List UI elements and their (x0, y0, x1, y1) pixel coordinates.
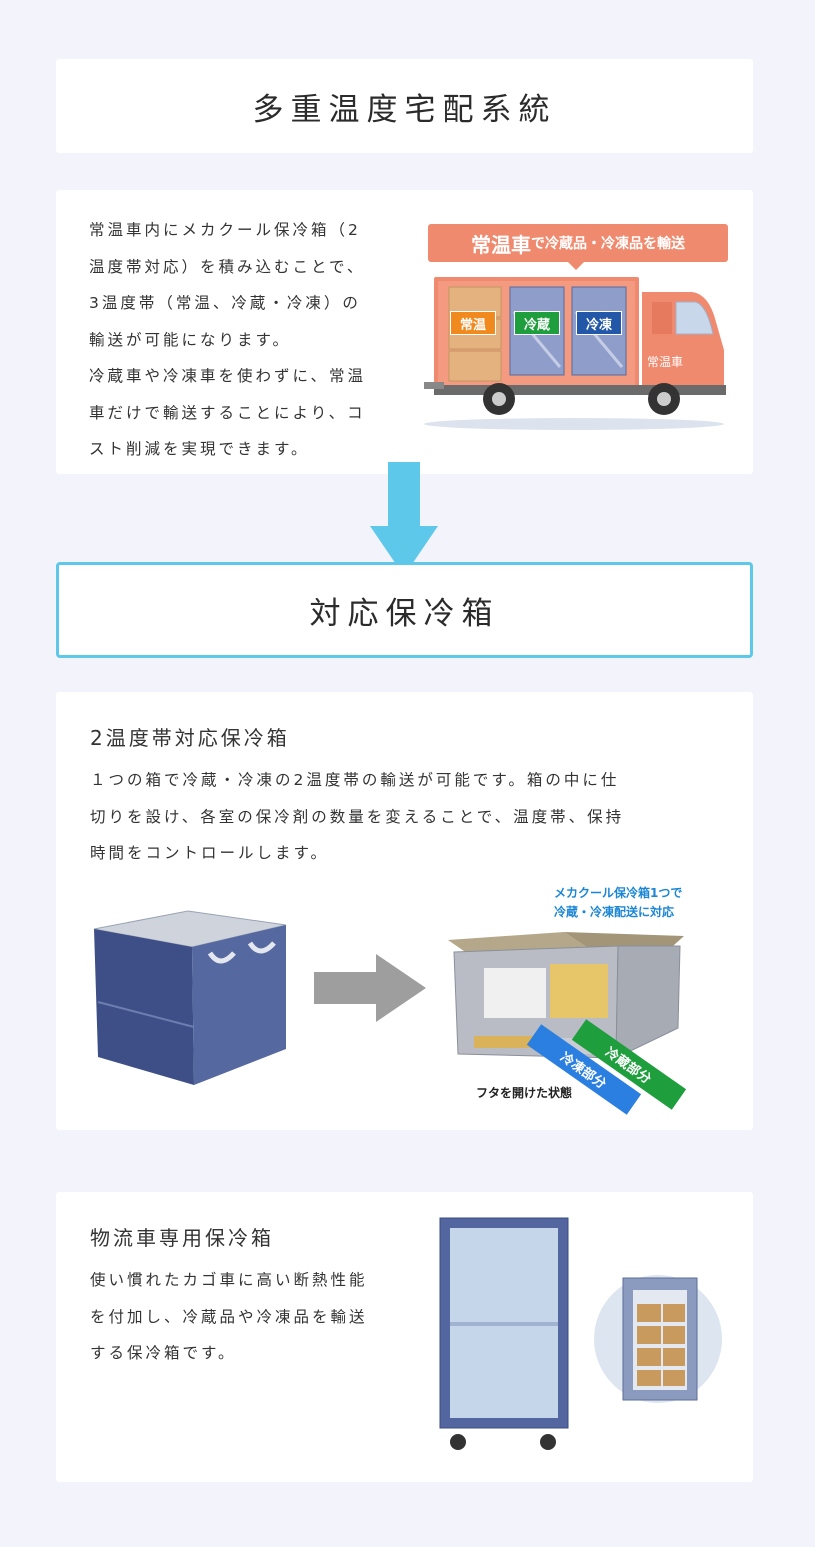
cage-cart-cover-image (439, 1217, 569, 1450)
intro-line: 3温度帯（常温、冷蔵・冷凍）の (89, 294, 361, 312)
closed-cooler-box-image (93, 910, 287, 1085)
intro-line: 常温車内にメカクール保冷箱（2 (89, 221, 361, 239)
logistics-box-description: 使い慣れたカゴ車に高い断熱性能 を付加し、冷蔵品や冷凍品を輸送 する保冷箱です。 (90, 1262, 420, 1372)
description-line: 時間をコントロールします。 (90, 844, 329, 862)
banner-small-text: で冷蔵品・冷凍品を輸送 (531, 236, 685, 252)
section-title: 対応保冷箱 (309, 595, 500, 632)
callout-line-1: メカクール保冷箱1つで (554, 886, 683, 900)
description-line: 使い慣れたカゴ車に高い断熱性能 (90, 1271, 368, 1289)
page-title: 多重温度宅配系統 (252, 91, 557, 128)
description-line: 切りを設け、各室の保冷剤の数量を変えることで、温度帯、保持 (90, 807, 625, 826)
zone-frozen-label: 冷凍 (576, 311, 622, 335)
open-lid-caption: フタを開けた状態 (476, 1086, 573, 1100)
logistics-box-heading: 物流車専用保冷箱 (90, 1226, 274, 1250)
intro-card: 常温車内にメカクール保冷箱（2 温度帯対応）を積み込むことで、 3温度帯（常温、… (56, 190, 753, 474)
intro-line: 車だけで輸送することにより、コ (89, 403, 366, 422)
logistics-box-card: 物流車専用保冷箱 使い慣れたカゴ車に高い断熱性能 を付加し、冷蔵品や冷凍品を輸送… (56, 1192, 753, 1482)
truck-illustration: 常温車 で冷蔵品・冷凍品を輸送 (424, 220, 734, 440)
banner-pointer-icon (568, 262, 584, 270)
callout-text: メカクール保冷箱1つで 冷蔵・冷凍配送に対応 (554, 884, 682, 922)
right-arrow-icon (314, 954, 426, 1022)
zone-chilled-label: 冷蔵 (514, 311, 560, 335)
banner-big-text: 常温車 (471, 232, 531, 257)
intro-line: 冷蔵車や冷凍車を使わずに、常温 (89, 367, 367, 385)
intro-description: 常温車内にメカクール保冷箱（2 温度帯対応）を積み込むことで、 3温度帯（常温、… (89, 212, 419, 468)
intro-line: 輸送が可能になります。 (89, 330, 291, 349)
intro-line: スト削減を実現できます。 (89, 440, 310, 458)
truck-graphic (424, 277, 726, 430)
truck-banner: 常温車 で冷蔵品・冷凍品を輸送 (428, 224, 728, 262)
intro-line: 温度帯対応）を積み込むことで、 (89, 257, 366, 276)
down-arrow-icon (370, 462, 438, 576)
callout-line-2: 冷蔵・冷凍配送に対応 (554, 905, 675, 919)
two-temp-box-card: 2温度帯対応保冷箱 １つの箱で冷蔵・冷凍の2温度帯の輸送が可能です。箱の中に仕 … (56, 692, 753, 1130)
description-line: する保冷箱です。 (90, 1344, 237, 1362)
zone-ambient-label: 常温 (450, 311, 496, 335)
two-temp-box-heading: 2温度帯対応保冷箱 (90, 726, 290, 750)
two-temp-box-description: １つの箱で冷蔵・冷凍の2温度帯の輸送が可能です。箱の中に仕 切りを設け、各室の保… (90, 762, 730, 872)
cage-cart-open-image (594, 1275, 722, 1403)
supported-boxes-title-card: 対応保冷箱 (56, 562, 753, 658)
description-line: １つの箱で冷蔵・冷凍の2温度帯の輸送が可能です。箱の中に仕 (90, 771, 620, 789)
section-title-card: 多重温度宅配系統 (56, 59, 753, 153)
description-line: を付加し、冷蔵品や冷凍品を輸送 (90, 1307, 368, 1326)
cab-label: 常温車 (647, 355, 684, 369)
